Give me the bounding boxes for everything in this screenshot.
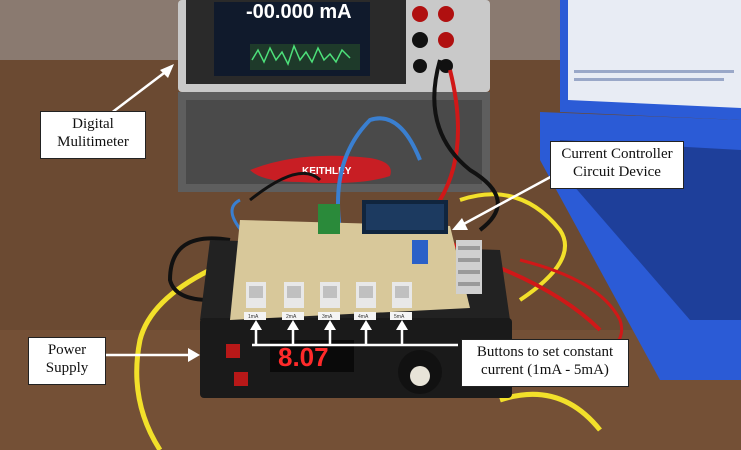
arrow-multimeter — [109, 69, 169, 115]
callout-multimeter-line-1: Digital — [72, 116, 114, 132]
seven-segment-display: 8.07 — [278, 342, 329, 372]
button-label-1: 1mA — [248, 314, 259, 320]
power-switch-top — [226, 344, 240, 358]
terminal-block — [318, 204, 340, 234]
callout-buttons-line-1: Buttons to set constant — [476, 344, 614, 360]
callout-buttons-line-2: current (1mA - 5mA) — [481, 362, 609, 378]
arrow-controller — [459, 172, 557, 228]
multimeter-reading: -00.000 mA — [246, 1, 352, 23]
callout-buttons: Buttons to set constant current (1mA - 5… — [461, 339, 629, 387]
callout-controller-line-2: Circuit Device — [573, 164, 661, 180]
callout-current-controller: Current Controller Circuit Device — [550, 141, 684, 189]
callout-power-supply-line-1: Power — [47, 342, 87, 358]
callout-digital-multimeter: Digital Mulitimeter — [40, 111, 146, 159]
blue-wire — [336, 116, 422, 231]
push-buttons — [246, 282, 412, 308]
callout-power-supply: Power Supply — [28, 337, 106, 385]
yellow-wire — [134, 267, 212, 450]
digital-multimeter: -00.000 mA — [178, 0, 490, 192]
button-label-5: 5mA — [394, 314, 405, 320]
power-switch-bottom — [234, 372, 248, 386]
button-label-2: 2mA — [286, 314, 297, 320]
button-label-4: 4mA — [358, 314, 369, 320]
callout-multimeter-line-2: Mulitimeter — [57, 134, 129, 150]
callout-controller-line-1: Current Controller — [561, 146, 673, 162]
keithley-brand: KEITHLEY — [302, 166, 352, 177]
button-labels: 1mA 2mA 3mA 4mA 5mA — [244, 312, 412, 320]
controller-pcb: 1mA 2mA 3mA 4mA 5mA — [230, 200, 482, 320]
annotation-arrows — [106, 64, 557, 362]
button-label-3: 3mA — [322, 314, 333, 320]
callout-power-supply-line-2: Supply — [45, 360, 89, 376]
black-wire — [432, 59, 500, 232]
